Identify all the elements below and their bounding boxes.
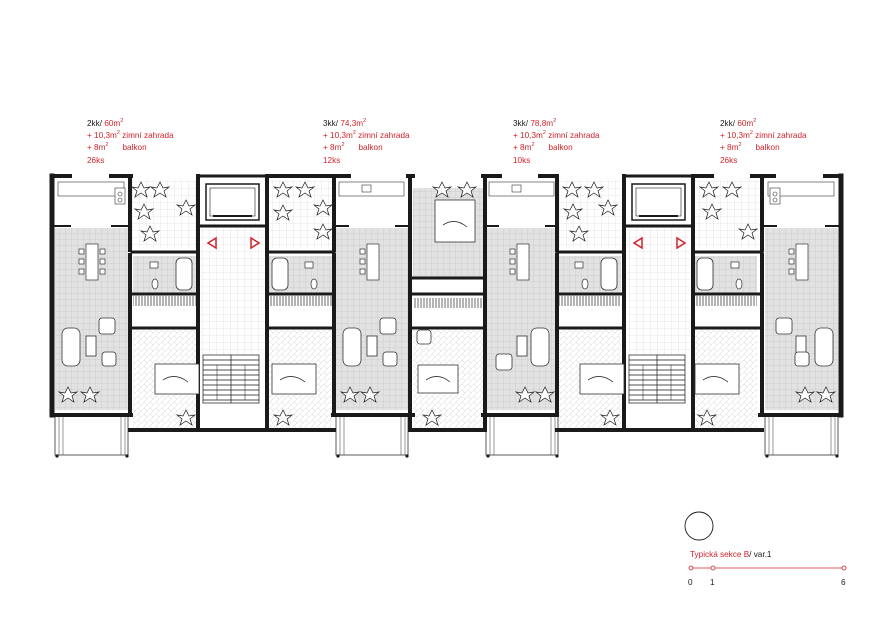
balcony-posts: [55, 454, 839, 458]
scale-label-1: 1: [710, 578, 715, 587]
stair-corridor: [201, 226, 264, 356]
unit-area: 78,8m: [530, 119, 554, 128]
unit-type: 2kk/: [87, 119, 103, 128]
staircase-icon: [202, 354, 260, 404]
bed-icon: [154, 199, 740, 395]
orientation-circle-icon: [684, 511, 714, 541]
wardrobe: [413, 298, 483, 308]
walls: [49, 173, 844, 432]
bathtub-icon: [175, 257, 714, 291]
balcony: [764, 414, 839, 456]
unit-count: 10ks: [513, 155, 531, 165]
scale-bar: [688, 565, 847, 571]
unit-count: 26ks: [720, 155, 738, 165]
sofa-icon: [61, 317, 834, 371]
unit-type: 3kk/: [513, 119, 529, 128]
winter-garden: [693, 180, 759, 248]
unit-area: 74,3m: [340, 119, 364, 128]
elevator-icon: [631, 183, 686, 221]
staircase-icon: [628, 354, 686, 404]
wardrobe: [268, 296, 332, 306]
wardrobe: [557, 296, 621, 306]
unit-area: 60m: [737, 119, 754, 128]
stair-corridor: [627, 226, 690, 356]
entrance-arrow-icon: [206, 236, 687, 250]
elevator-icon: [205, 183, 260, 221]
wardrobe: [693, 296, 757, 306]
balcony: [485, 414, 559, 456]
plant-icon: [57, 181, 837, 426]
toilet-icon: [149, 261, 743, 290]
unit-count: 12ks: [323, 155, 341, 165]
scale-label-6: 6: [841, 578, 846, 587]
scale-label-0: 0: [688, 578, 693, 587]
unit-label-3: 3kk/ 78,8m2 + 10,3m2 zimní zahrada + 8m2…: [513, 118, 600, 167]
dining-table-icon: [78, 243, 809, 281]
balconies: [54, 414, 839, 456]
unit-type: 2kk/: [720, 119, 736, 128]
kitchen-counter-icon: [57, 181, 835, 205]
unit-label-2: 3kk/ 74,3m2 + 10,3m2 zimní zahrada + 8m2…: [323, 118, 410, 167]
unit-count: 26ks: [87, 155, 105, 165]
balcony: [335, 414, 409, 456]
wardrobe: [133, 296, 197, 306]
unit-type: 3kk/: [323, 119, 339, 128]
balcony: [54, 414, 129, 456]
unit-area: 60m: [104, 119, 121, 128]
section-title: Typická sekce B/ var.1: [690, 550, 772, 559]
